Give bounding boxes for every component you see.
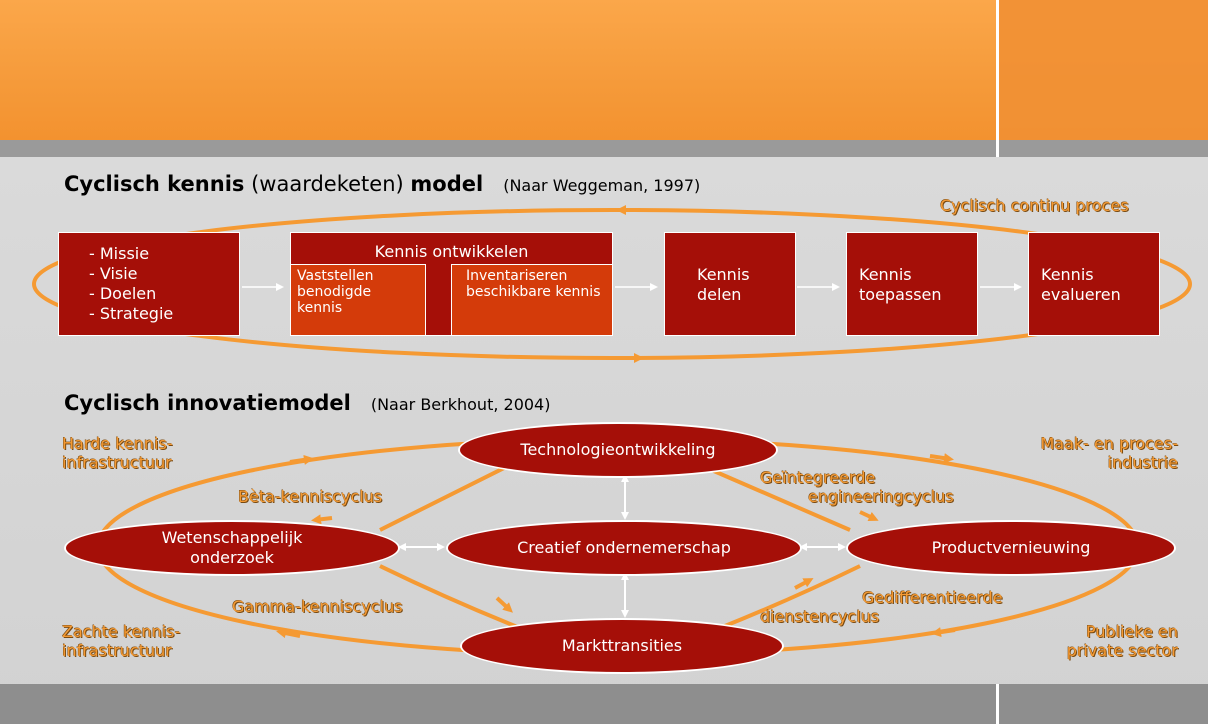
model1-title-normal: (waardeketen) — [251, 172, 404, 196]
oval-creatief-ondernemerschap: Creatief ondernemerschap — [446, 520, 802, 576]
label-maak-line1: Maak- en proces- — [1040, 434, 1178, 453]
box2-title: Kennis ontwikkelen — [374, 242, 529, 261]
box-kennis-delen: Kennis delen — [664, 232, 796, 336]
model1-heading: Cyclisch kennis (waardeketen) model (Naa… — [64, 172, 700, 196]
model2-citation: (Naar Berkhout, 2004) — [370, 395, 551, 414]
box5-text: Kennis evalueren — [1041, 265, 1121, 304]
box1-item-visie: - Visie — [89, 264, 138, 283]
top-gray-strip — [0, 140, 1208, 157]
label-publieke-private-sector: Publieke en private sector — [1067, 622, 1178, 660]
diensten-cycle-arc — [719, 564, 861, 630]
outer-arrow-bottomright — [931, 627, 956, 638]
oval-markttransities: Markttransities — [460, 618, 784, 674]
box-kennis-toepassen: Kennis toepassen — [846, 232, 978, 336]
box4-text: Kennis toepassen — [859, 265, 942, 304]
label-publieke-line2: private sector — [1066, 641, 1178, 660]
model2-title: Cyclisch innovatiemodel — [64, 391, 351, 415]
label-dienstencyclus: Gedifferentieerde dienstencyclus — [760, 588, 1003, 626]
divider-line-bottom — [996, 684, 999, 724]
label-diensten-line2: dienstencyclus — [760, 607, 880, 626]
subbox-inventariseren: Inventariseren beschikbare kennis — [451, 264, 613, 336]
oval-productvernieuwing: Productvernieuwing — [846, 520, 1176, 576]
model1-citation: (Naar Weggeman, 1997) — [503, 176, 701, 195]
bottom-gray-band — [0, 684, 1208, 724]
engineering-arrow — [859, 510, 879, 521]
box-missie-visie: - Missie - Visie - Doelen - Strategie — [58, 232, 240, 336]
gamma-cycle-arc — [379, 564, 521, 630]
gamma-arrow — [495, 596, 513, 613]
label-harde-line2: infrastructuur — [62, 453, 172, 472]
beta-arrow — [311, 514, 333, 525]
box3-text: Kennis delen — [697, 265, 750, 304]
model2-heading: Cyclisch innovatiemodel (Naar Berkhout, … — [64, 391, 550, 415]
box-kennis-evalueren: Kennis evalueren — [1028, 232, 1160, 336]
label-beta-kenniscyclus: Bèta-kenniscyclus — [238, 487, 383, 506]
engineering-cycle-arc — [699, 463, 851, 532]
model1-title-bold1: Cyclisch kennis — [64, 172, 245, 196]
model1-title-bold2: model — [410, 172, 484, 196]
chain-cycle-ellipse — [32, 208, 1192, 360]
outer-arrow-topleft — [289, 454, 314, 465]
diensten-arrow — [794, 578, 814, 590]
box1-item-doelen: - Doelen — [89, 284, 157, 303]
label-zachte-kennisinfrastructuur: Zachte kennis- infrastructuur — [62, 622, 180, 660]
subbox-vaststellen: Vaststellen benodigde kennis — [290, 264, 426, 336]
divider-line-top — [996, 0, 999, 157]
label-gamma-kenniscyclus: Gamma-kenniscyclus — [232, 597, 403, 616]
outer-arrow-bottomleft — [276, 628, 301, 639]
label-maak-procesindustrie: Maak- en proces- industrie — [1040, 434, 1178, 472]
label-publieke-line1: Publieke en — [1085, 622, 1178, 641]
chain-cycle-label: Cyclisch continu proces — [940, 196, 1129, 215]
label-engineering-line1: Geïntegreerde — [760, 468, 876, 487]
label-zachte-line2: infrastructuur — [62, 641, 172, 660]
label-zachte-line1: Zachte kennis- — [62, 622, 181, 641]
box1-item-strategie: - Strategie — [89, 304, 174, 323]
beta-cycle-arc — [379, 463, 511, 532]
oval-wetenschappelijk-onderzoek: Wetenschappelijk onderzoek — [64, 520, 400, 576]
label-engineering-line2: engineeringcyclus — [808, 487, 954, 506]
oval-technologieontwikkeling: Technologieontwikkeling — [458, 422, 778, 478]
label-diensten-line1: Gedifferentieerde — [862, 588, 1003, 607]
label-maak-line2: industrie — [1107, 453, 1178, 472]
box1-item-missie: - Missie — [89, 244, 150, 263]
label-harde-kennisinfrastructuur: Harde kennis- infrastructuur — [62, 434, 173, 472]
label-engineeringcyclus: Geïntegreerde engineeringcyclus — [760, 468, 954, 506]
top-right-panel — [999, 0, 1208, 140]
outer-arrow-topright — [929, 453, 954, 464]
label-harde-line1: Harde kennis- — [62, 434, 173, 453]
